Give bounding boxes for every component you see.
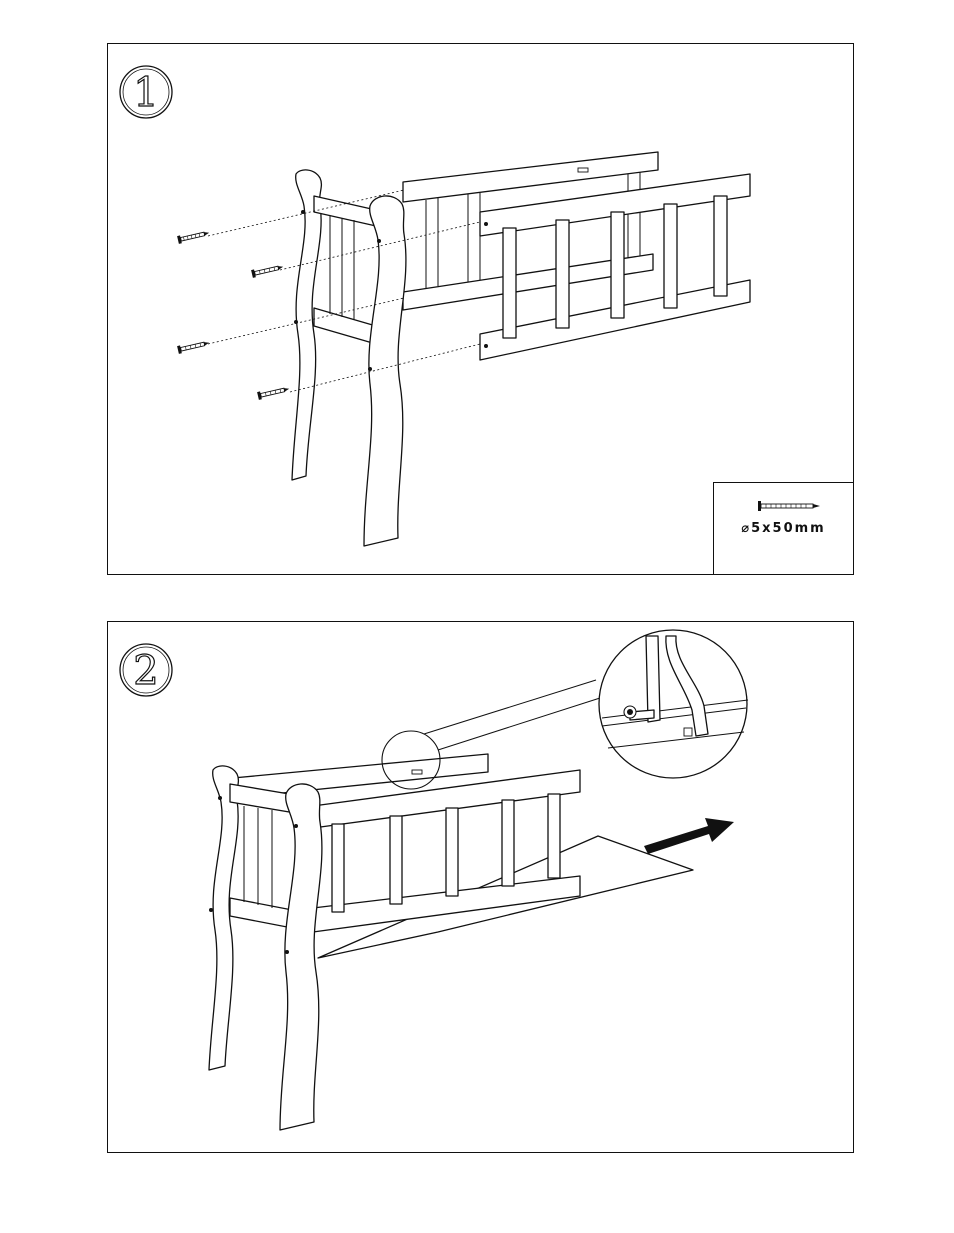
screw-size-label: ⌀5x50mm (714, 521, 853, 536)
side-frame (292, 170, 406, 546)
hardware-legend: ⌀5x50mm (713, 482, 853, 574)
screw-icon (177, 229, 290, 400)
front-rail-panel (480, 174, 750, 360)
screw-icon (714, 491, 854, 521)
step-2-illustration (108, 622, 855, 1154)
step-1-panel: 1 (107, 43, 854, 575)
side-frame (209, 766, 322, 1130)
step-2-panel: 2 (107, 621, 854, 1153)
insert-arrow-icon (644, 818, 734, 854)
